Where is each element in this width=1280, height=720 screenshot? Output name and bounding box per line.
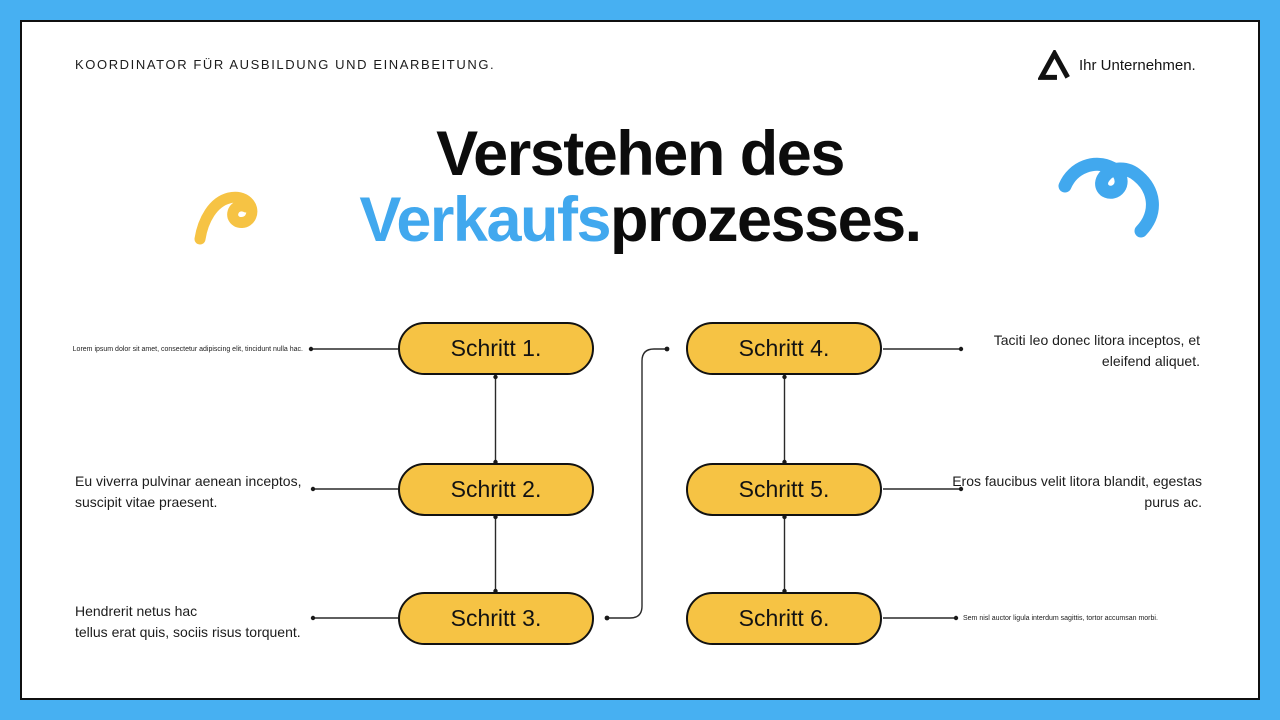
step-label: Schritt 1. (450, 335, 542, 361)
step-pill-1: Schritt 1. (398, 322, 594, 375)
step-label: Schritt 3. (450, 605, 542, 631)
step-label: Schritt 2. (450, 476, 542, 502)
step-pill-2: Schritt 2. (398, 463, 594, 516)
yellow-curl-doodle-icon (194, 191, 258, 245)
slide-title: Verstehen des Verkaufsprozesses. (0, 121, 1280, 253)
step-pill-6: Schritt 6. (686, 592, 882, 645)
title-rest: prozesses. (610, 185, 922, 255)
step-note-6: Sem nisl auctor ligula interdum sagittis… (963, 615, 1158, 622)
step-note-1: Lorem ipsum dolor sit amet, consectetur … (72, 346, 303, 353)
step-pill-4: Schritt 4. (686, 322, 882, 375)
step-note-3: Hendrerit netus hac tellus erat quis, so… (75, 603, 301, 640)
step-pill-5: Schritt 5. (686, 463, 882, 516)
step-note-5: Eros faucibus velit litora blandit, eges… (952, 473, 1202, 510)
brand: Ihr Unternehmen. (1038, 50, 1196, 80)
title-highlight: Verkaufs (359, 185, 611, 255)
step-note-4: Taciti leo donec litora inceptos, et ele… (993, 332, 1200, 369)
step-label: Schritt 6. (738, 605, 830, 631)
step-label: Schritt 4. (738, 335, 830, 361)
step-note-2: Eu viverra pulvinar aenean inceptos, sus… (75, 473, 302, 510)
kicker-text: KOORDINATOR FÜR AUSBILDUNG UND EINARBEIT… (75, 57, 496, 72)
title-line-1: Verstehen des (436, 119, 845, 189)
step-label: Schritt 5. (738, 476, 830, 502)
brand-name: Ihr Unternehmen. (1079, 56, 1196, 74)
step-pill-3: Schritt 3. (398, 592, 594, 645)
triangle-logo-icon (1038, 50, 1070, 80)
blue-curl-doodle-icon (1058, 157, 1159, 238)
title-line-2: Verkaufsprozesses. (0, 187, 1280, 253)
